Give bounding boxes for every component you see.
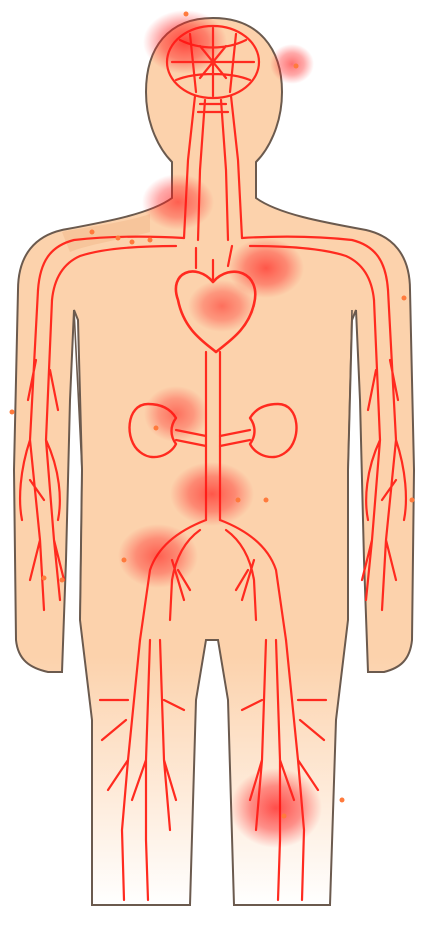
hotspot-head-right <box>270 44 314 84</box>
hotspot-head <box>143 10 227 74</box>
hotspot-right-calf <box>230 768 322 848</box>
hotspot-neck <box>142 174 214 230</box>
hotspot-left-kidney <box>144 386 208 442</box>
hotspot-heart <box>188 280 256 332</box>
hotspot-pelvis <box>118 524 198 588</box>
hotspot-abdomen <box>170 462 254 526</box>
body-silhouette <box>14 18 414 905</box>
body-outline <box>14 18 414 905</box>
